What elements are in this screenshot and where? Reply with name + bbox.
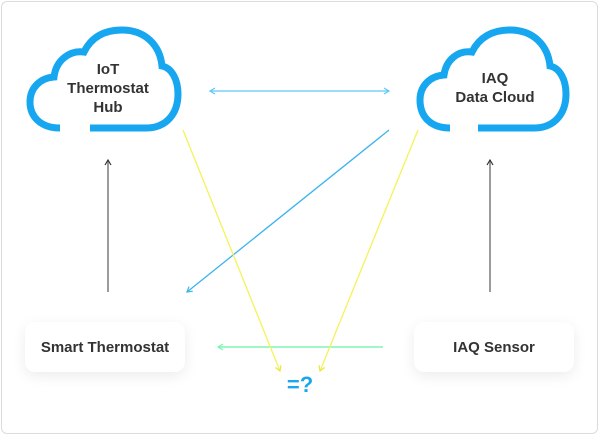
cloud-icon: [26, 26, 182, 132]
cloud-iot-hub[interactable]: [26, 26, 182, 132]
node-smart-thermostat[interactable]: Smart Thermostat: [25, 322, 185, 372]
edge-hub-to-result: [182, 129, 282, 373]
label-line: IoT: [96, 61, 120, 78]
label-line: IAQ: [481, 70, 509, 87]
iot-hub-label: IoT Thermostat Hub: [58, 60, 158, 117]
cloud-icon: [416, 26, 570, 132]
node-label: IAQ Sensor: [453, 338, 535, 356]
node-label: Smart Thermostat: [40, 338, 170, 356]
label-line: Thermostat: [67, 80, 149, 97]
label-line: Hub: [93, 99, 123, 116]
edge-cloud-to-result: [318, 129, 419, 373]
edge-cloud-to-thermostat: [186, 129, 390, 293]
cloud-iaq-data-cloud[interactable]: [416, 26, 570, 132]
iaq-cloud-label: IAQ Data Cloud: [440, 69, 550, 107]
node-iaq-sensor[interactable]: IAQ Sensor: [414, 322, 574, 372]
result-symbol: =?: [286, 372, 314, 397]
label-line: Data Cloud: [455, 89, 535, 106]
